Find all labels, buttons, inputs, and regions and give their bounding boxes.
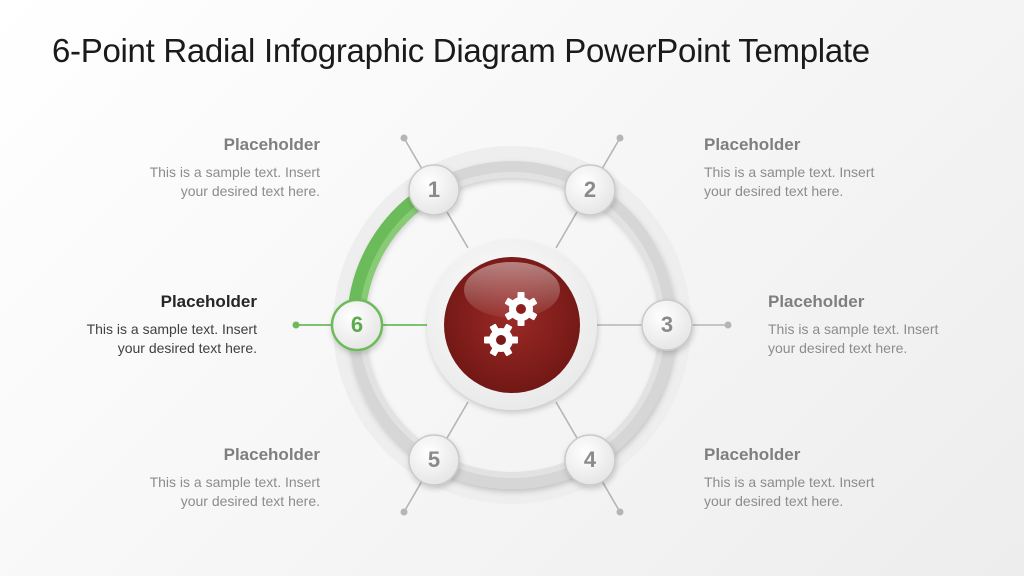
node-6[interactable]: 6 (350, 312, 364, 337)
node-1[interactable]: 1 (427, 177, 441, 202)
body-line: your desired text here. (768, 340, 908, 356)
page-title: 6-Point Radial Infographic Diagram Power… (52, 32, 870, 69)
body-line: This is a sample text. Insert (704, 164, 875, 180)
text-block-3: Placeholder This is a sample text. Inser… (768, 292, 998, 358)
heading: Placeholder (704, 135, 801, 154)
node-2[interactable]: 2 (583, 177, 597, 202)
body-line: your desired text here. (704, 183, 844, 199)
heading: Placeholder (768, 292, 865, 311)
body-line: This is a sample text. Insert (149, 164, 320, 180)
node-3[interactable]: 3 (660, 312, 674, 337)
text-block-5: Placeholder This is a sample text. Inser… (90, 445, 320, 511)
body-line: This is a sample text. Insert (86, 321, 257, 337)
body-line: This is a sample text. Insert (768, 321, 939, 337)
heading: Placeholder (223, 445, 320, 464)
body-line: This is a sample text. Insert (149, 474, 320, 490)
body-line: This is a sample text. Insert (704, 474, 875, 490)
heading: Placeholder (223, 135, 320, 154)
body-line: your desired text here. (180, 183, 320, 199)
node-circles (330, 164, 693, 486)
node-5[interactable]: 5 (427, 447, 441, 472)
text-block-6: Placeholder This is a sample text. Inser… (27, 292, 257, 358)
node-4[interactable]: 4 (583, 447, 597, 472)
body-line: your desired text here. (180, 493, 320, 509)
text-block-1: Placeholder This is a sample text. Inser… (90, 135, 320, 201)
body-line: your desired text here. (704, 493, 844, 509)
text-block-4: Placeholder This is a sample text. Inser… (704, 445, 934, 511)
gears-icon (484, 292, 538, 357)
body-line: your desired text here. (117, 340, 257, 356)
heading: Placeholder (160, 292, 257, 311)
text-block-2: Placeholder This is a sample text. Inser… (704, 135, 934, 201)
heading: Placeholder (704, 445, 801, 464)
